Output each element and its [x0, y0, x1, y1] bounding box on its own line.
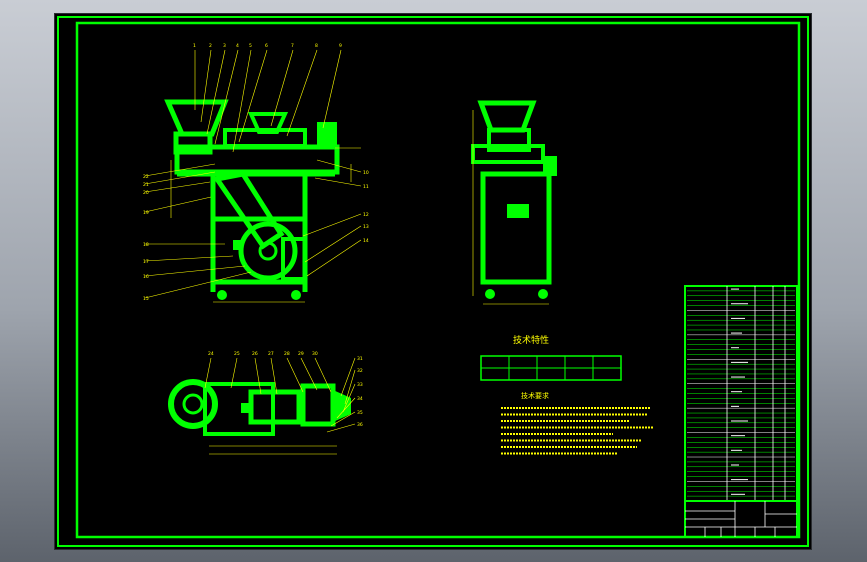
outer-frame — [57, 16, 809, 547]
callout-label: 35 — [357, 410, 363, 416]
front-motor-block — [317, 122, 337, 148]
side-motor — [543, 156, 557, 176]
callout-label: 30 — [312, 351, 318, 357]
parts-list — [684, 285, 798, 502]
inner-border — [75, 21, 801, 539]
top-leaders — [204, 357, 356, 433]
callout-label: 16 — [143, 274, 149, 280]
callout-label: 24 — [208, 351, 214, 357]
front-hopper-neck — [173, 131, 213, 155]
front-drive-arm — [212, 171, 285, 250]
requirements-title: 技术要求 — [521, 391, 549, 400]
callout-label: 7 — [291, 43, 294, 49]
callout-label: 18 — [143, 242, 149, 248]
callout-label: 33 — [357, 382, 363, 388]
callout-label: 3 — [223, 43, 226, 49]
callout-label: 6 — [265, 43, 268, 49]
callout-label: 8 — [315, 43, 318, 49]
top-extruder — [300, 383, 336, 427]
front-flywheel — [238, 221, 298, 281]
top-pulley — [168, 379, 218, 429]
front-callouts-left: 22 21 20 19 18 17 16 15 — [143, 174, 149, 302]
side-cabinet — [480, 171, 552, 285]
callout-label: 25 — [234, 351, 240, 357]
side-view — [471, 100, 557, 305]
callout-label: 22 — [143, 174, 149, 180]
tech-spec-block: 技术特性 技术要求 — [480, 334, 653, 455]
callout-label: 17 — [143, 259, 149, 265]
callout-label: 21 — [143, 182, 149, 188]
callout-label: 10 — [363, 170, 369, 176]
callout-label: 36 — [357, 422, 363, 428]
callout-label: 29 — [298, 351, 304, 357]
callout-label: 26 — [252, 351, 258, 357]
callout-label: 31 — [357, 356, 363, 362]
callout-label: 12 — [363, 212, 369, 218]
callout-label: 4 — [236, 43, 239, 49]
front-caster-1 — [217, 290, 227, 300]
front-bracket — [233, 240, 243, 250]
callout-label: 14 — [363, 238, 369, 244]
callout-label: 9 — [339, 43, 342, 49]
top-frame — [203, 382, 275, 436]
top-coupling — [241, 403, 251, 413]
tech-spec-title: 技术特性 — [513, 334, 549, 346]
front-motor — [281, 237, 307, 281]
title-block — [684, 500, 798, 538]
front-left-leaders — [144, 163, 252, 299]
callout-label: 19 — [143, 210, 149, 216]
top-die — [333, 390, 351, 422]
front-caster-2 — [291, 290, 301, 300]
callout-label: 34 — [357, 396, 363, 402]
side-hopper — [477, 100, 537, 133]
callout-label: 28 — [284, 351, 290, 357]
top-pulley-hub — [182, 393, 204, 415]
callout-label: 20 — [143, 190, 149, 196]
front-callouts-top: 1 2 3 4 5 6 7 8 9 — [193, 43, 342, 49]
callout-label: 5 — [249, 43, 252, 49]
callout-label: 13 — [363, 224, 369, 230]
side-caster-1 — [485, 289, 495, 299]
top-view: 24 25 26 27 28 29 30 31 32 33 34 35 36 — [168, 351, 363, 455]
front-top-leaders — [194, 49, 342, 153]
front-extruder-barrel — [223, 128, 307, 148]
callout-label: 27 — [268, 351, 274, 357]
front-flywheel-hub — [258, 241, 278, 261]
side-caster-2 — [538, 289, 548, 299]
front-hopper — [164, 99, 229, 137]
side-panel — [507, 204, 529, 218]
callout-label: 15 — [143, 296, 149, 302]
callout-label: 2 — [209, 43, 212, 49]
front-callouts-right: 10 11 12 13 14 — [363, 170, 369, 244]
side-hopper-neck — [487, 128, 531, 152]
front-right-leaders — [302, 159, 362, 277]
top-callouts: 24 25 26 27 28 29 30 31 32 33 34 35 36 — [208, 351, 363, 428]
requirements-lines — [501, 407, 653, 455]
callout-label: 11 — [363, 184, 369, 190]
callout-label: 1 — [193, 43, 196, 49]
callout-label: 32 — [357, 368, 363, 374]
